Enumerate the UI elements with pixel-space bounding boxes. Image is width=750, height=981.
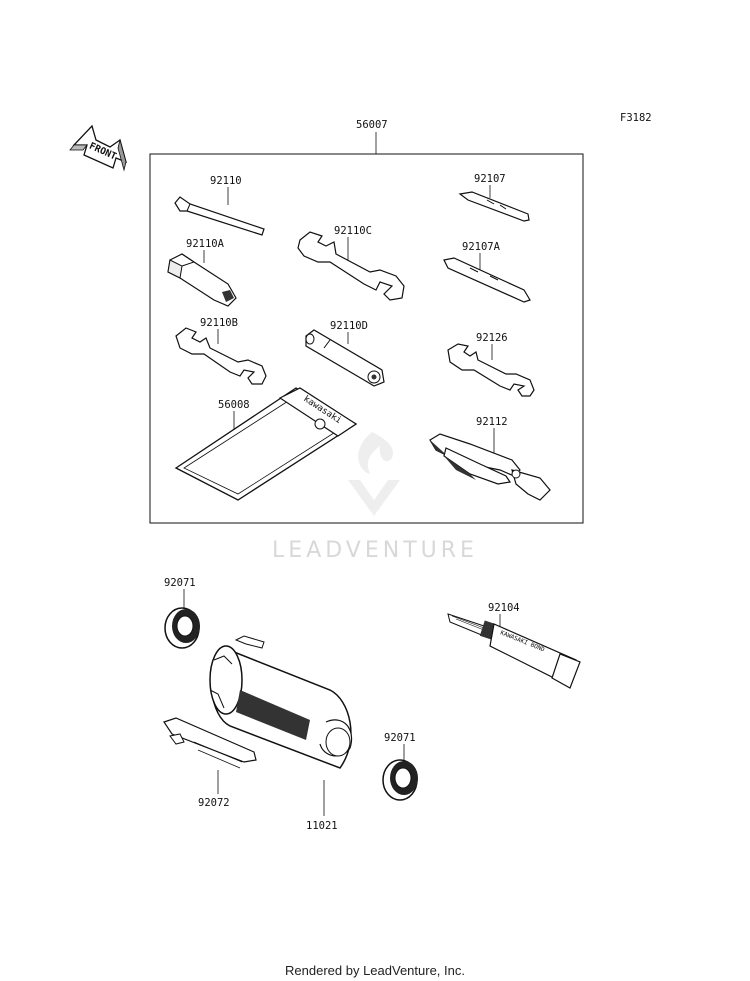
- label-hex-key: 92110: [210, 175, 242, 187]
- kit-box: [149, 153, 584, 524]
- seal-bottom-icon: [382, 759, 418, 801]
- label-container: 11021: [306, 820, 338, 832]
- label-wrench-small: 92126: [476, 332, 508, 344]
- front-arrow-icon: FRONT: [69, 124, 127, 172]
- wrench-b-icon: [175, 327, 267, 385]
- container-icon: [209, 635, 353, 769]
- label-box-wrench: 92110D: [330, 320, 368, 332]
- bond-tube-icon: KAWASAKI BOND: [447, 613, 581, 689]
- label-seal-bottom: 92071: [384, 732, 416, 744]
- figure-code: F3182: [620, 112, 652, 124]
- tool-bag-icon: kawasaki: [174, 387, 358, 501]
- watermark-text: LEADVENTURE: [272, 538, 478, 563]
- footer: Rendered by LeadVenture, Inc.: [285, 963, 465, 978]
- label-screwdriver-a: 92107: [474, 173, 506, 185]
- holder-icon: [163, 717, 257, 769]
- label-socket-wrench: 92110A: [186, 238, 225, 250]
- label-tool-bag: 56008: [218, 399, 250, 411]
- screwdriver-a-icon: [458, 191, 530, 222]
- wrench-c-icon: [297, 231, 405, 301]
- socket-wrench-icon: [167, 253, 237, 307]
- watermark: [348, 432, 400, 516]
- seal-top-icon: [164, 607, 200, 649]
- hex-key-icon: [174, 196, 265, 236]
- label-wrench-c: 92110C: [334, 225, 372, 237]
- label-wrench-b: 92110B: [200, 317, 238, 329]
- label-holder: 92072: [198, 797, 230, 809]
- label-pliers: 92112: [476, 416, 508, 428]
- label-bond: 92104: [488, 602, 520, 614]
- pliers-icon: [429, 433, 551, 501]
- screwdriver-b-icon: [443, 257, 531, 303]
- label-kit: 56007: [356, 119, 388, 131]
- label-seal-top: 92071: [164, 577, 196, 589]
- label-screwdriver-b: 92107A: [462, 241, 501, 253]
- box-wrench-icon: [305, 329, 385, 387]
- wrench-small-icon: [447, 343, 535, 397]
